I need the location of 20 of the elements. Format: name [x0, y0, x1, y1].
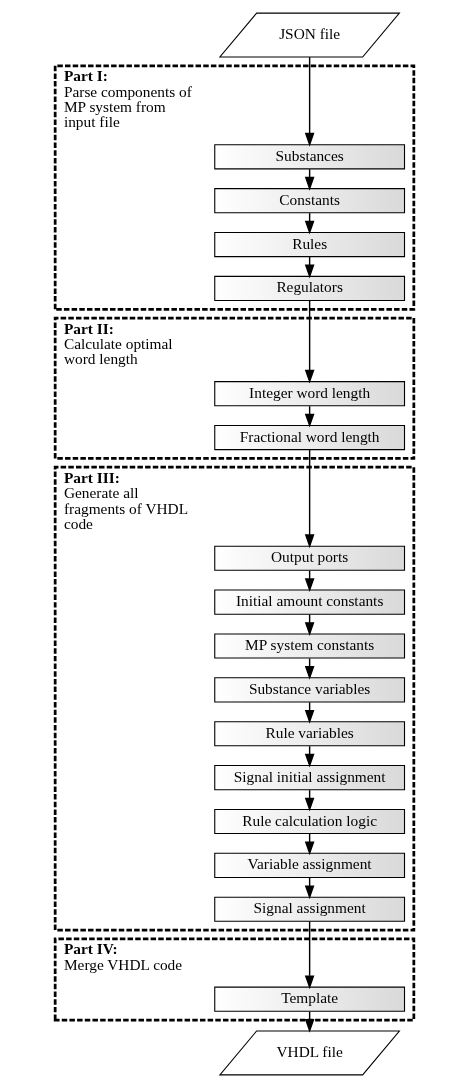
node-box: Variable assignment — [214, 852, 406, 878]
node-box: Constants — [214, 188, 406, 214]
node-box: Substances — [214, 144, 406, 170]
node-box: Signal initial assignment — [214, 765, 406, 791]
node-box: Regulators — [214, 275, 406, 302]
arrow — [304, 299, 315, 384]
node-box: Output ports — [214, 545, 406, 571]
node-box: Rule calculation logic — [214, 808, 406, 835]
node-box: Integer word length — [214, 381, 406, 407]
node-box: Template — [214, 986, 406, 1012]
node-box: Initial amount constants — [214, 589, 406, 615]
node-box: Fractional word length — [214, 425, 406, 451]
node-box: Rule variables — [214, 721, 406, 747]
arrow — [304, 449, 315, 549]
node-box: Signal assignment — [214, 896, 406, 922]
node-box: Rules — [214, 231, 406, 258]
arrow — [304, 920, 315, 990]
node-box: Substance variables — [214, 677, 406, 703]
arrow — [304, 56, 315, 147]
node-box: MP system constants — [214, 633, 406, 659]
